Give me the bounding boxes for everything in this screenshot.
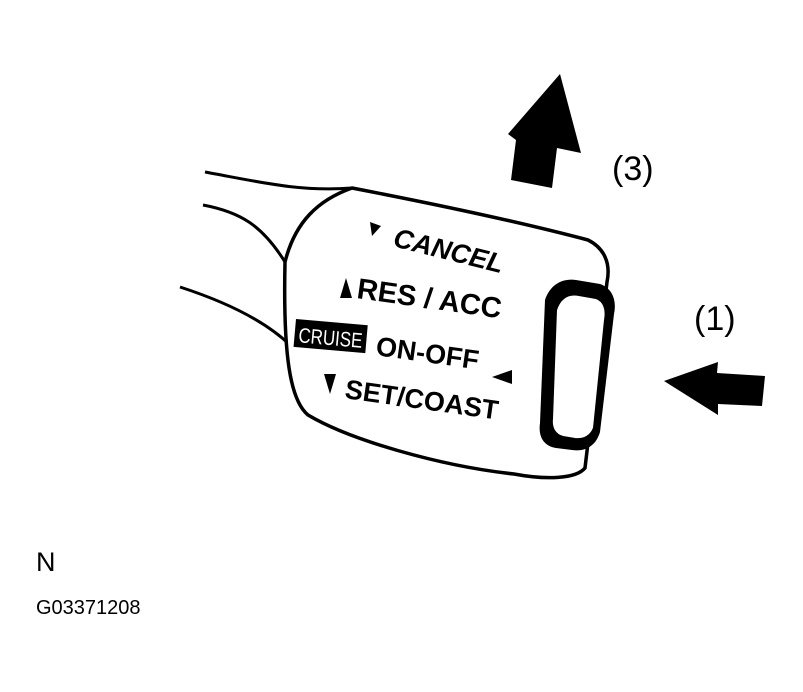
cancel-indicator-icon: [370, 222, 381, 236]
res-acc-up-triangle-icon: [340, 278, 352, 298]
push-left-arrow-icon: [664, 362, 765, 415]
figure-code: G03371208: [36, 597, 141, 619]
switch-body: [282, 186, 610, 480]
footer-letter: N: [36, 547, 56, 577]
stalk-upper-edge: [204, 170, 353, 191]
callout-1: (1): [694, 300, 736, 338]
set-coast-down-triangle-icon: [324, 374, 336, 394]
callout-3: (3): [612, 150, 654, 188]
cruise-label-box: [293, 319, 368, 354]
stalk-middle-edge: [202, 203, 287, 263]
cancel-push-button-face: [550, 293, 607, 441]
on-off-left-triangle-icon: [492, 370, 512, 384]
stalk-lower-edge: [179, 285, 292, 347]
pull-up-arrow-icon: [508, 74, 581, 188]
cruise-label: CRUISE: [298, 324, 364, 352]
